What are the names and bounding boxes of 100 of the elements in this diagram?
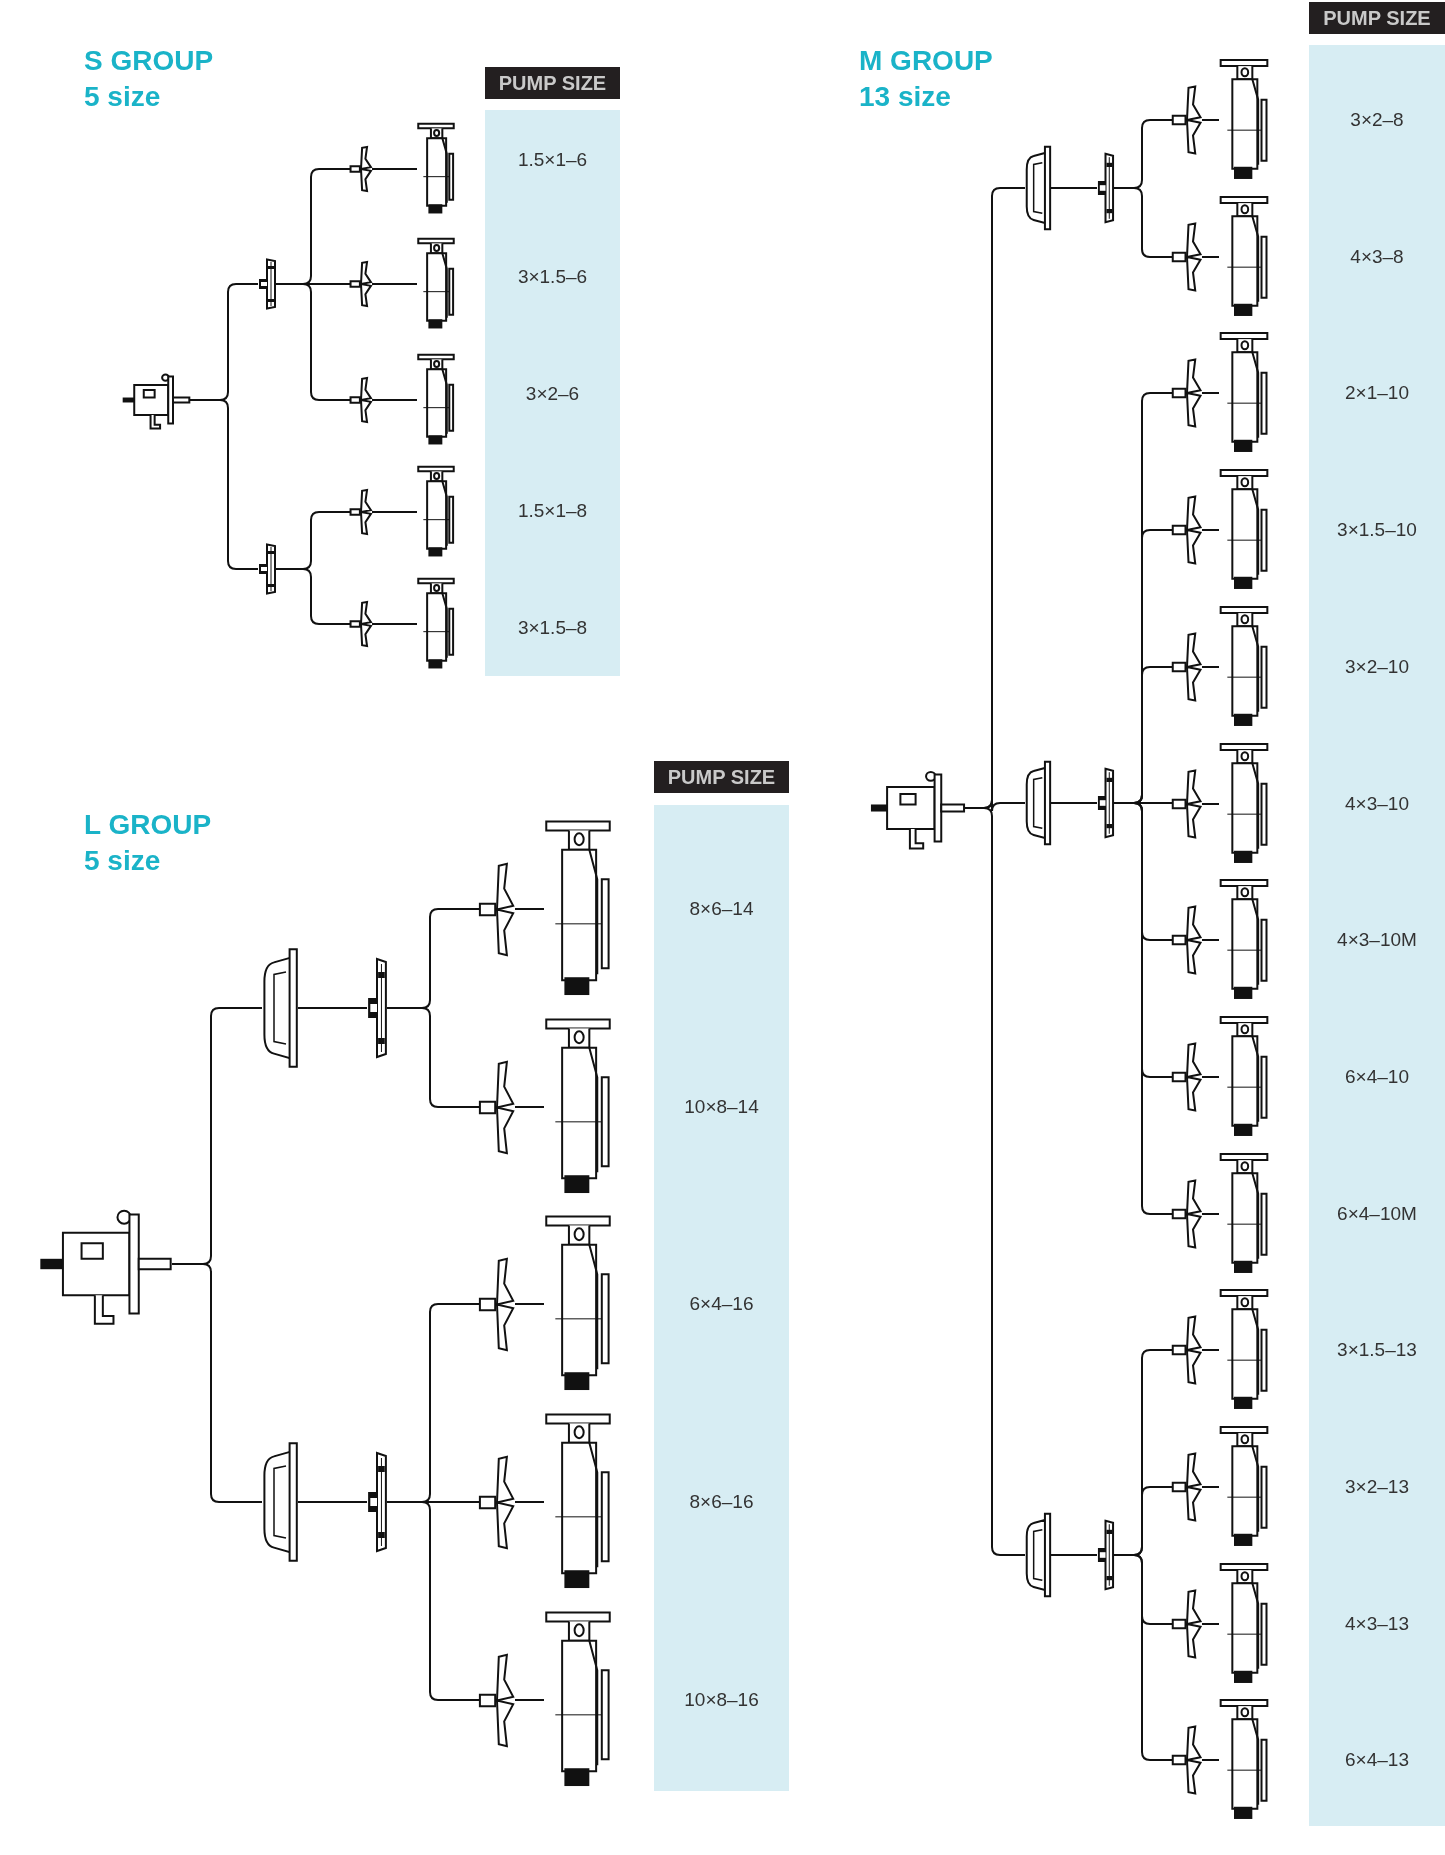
connector-line	[275, 283, 351, 401]
pump-casing-drawing	[544, 1611, 612, 1789]
pump-casing-drawing	[417, 238, 455, 330]
impeller-drawing	[1172, 1452, 1202, 1522]
connector-line	[1201, 119, 1220, 121]
connector-line	[1201, 1076, 1220, 1078]
pump-size-text: 10×8–16	[683, 1688, 760, 1712]
pump-size-text: 8×6–14	[688, 897, 755, 921]
connector-line	[1201, 939, 1220, 941]
impeller-drawing	[350, 377, 372, 423]
impeller-drawing	[1172, 632, 1202, 702]
adapter-plate-drawing	[1097, 768, 1114, 838]
pump-size-text: 2×1–10	[1344, 381, 1410, 405]
pump-size-text: 4×3–8	[1349, 245, 1405, 269]
connector-line	[1201, 666, 1220, 668]
pump-casing-drawing	[1219, 879, 1269, 1001]
connector-line	[1113, 187, 1173, 258]
impeller-drawing	[1172, 358, 1202, 428]
connector-line	[514, 1303, 545, 1305]
pump-size-text: 1.5×1–6	[516, 148, 589, 172]
pump-size-text: 3×1.5–10	[1336, 518, 1418, 542]
connector-line	[297, 1007, 368, 1009]
pump-casing-drawing	[544, 1413, 612, 1591]
pump-size-text: 3×1.5–8	[516, 616, 589, 640]
pump-casing-drawing	[1219, 332, 1269, 454]
connector-line	[386, 1007, 480, 1108]
connector-line	[371, 623, 418, 625]
connector-line	[371, 168, 418, 170]
adapter-plate-drawing	[1097, 1520, 1114, 1590]
pump-casing-drawing	[1219, 1289, 1269, 1411]
connector-line	[1113, 1554, 1173, 1761]
pump-casing-drawing	[1219, 606, 1269, 728]
impeller-drawing	[479, 861, 515, 957]
impeller-drawing	[1172, 1042, 1202, 1112]
group-title: 13 size	[859, 80, 951, 114]
pump-casing-drawing	[544, 1215, 612, 1393]
impeller-drawing	[1172, 85, 1202, 155]
adapter-plate-drawing	[258, 259, 276, 309]
adapter-plate-drawing	[367, 958, 387, 1058]
pump-size-text: 8×6–16	[688, 1490, 755, 1514]
connector-line	[514, 1106, 545, 1108]
pump-casing-drawing	[417, 466, 455, 558]
pump-casing-drawing	[1219, 1016, 1269, 1138]
impeller-drawing	[1172, 1315, 1202, 1385]
connector-line	[1201, 256, 1220, 258]
pump-size-text: 3×1.5–6	[516, 265, 589, 289]
impeller-drawing	[350, 601, 372, 647]
connector-line	[1201, 392, 1220, 394]
connector-line	[386, 1501, 480, 1701]
casing-cover-drawing	[1025, 1513, 1051, 1597]
pump-casing-drawing	[1219, 196, 1269, 318]
connector-line	[1050, 1554, 1098, 1556]
casing-cover-drawing	[1025, 146, 1051, 230]
adapter-plate-drawing	[1097, 153, 1114, 223]
impeller-drawing	[1172, 1725, 1202, 1795]
pump-size-text: 3×1.5–13	[1336, 1338, 1418, 1362]
impeller-drawing	[479, 1059, 515, 1155]
impeller-drawing	[1172, 769, 1202, 839]
pump-size-text: 4×3–10M	[1336, 928, 1418, 952]
impeller-drawing	[479, 1652, 515, 1748]
pump-size-text: 4×3–10	[1344, 792, 1410, 816]
pump-size-text: 4×3–13	[1344, 1612, 1410, 1636]
connector-line	[1201, 1486, 1220, 1488]
pump-size-text: 3×2–8	[1349, 108, 1405, 132]
group-title: 5 size	[84, 844, 161, 878]
pump-size-text: 1.5×1–8	[516, 499, 589, 523]
impeller-drawing	[1172, 1589, 1202, 1659]
connector-line	[1201, 803, 1220, 805]
connector-line	[1201, 1623, 1220, 1625]
pump-casing-drawing	[1219, 1153, 1269, 1275]
group-title: L GROUP	[84, 808, 212, 842]
pump-size-text: 3×2–13	[1344, 1475, 1410, 1499]
connector-line	[371, 511, 418, 513]
pump-casing-drawing	[417, 123, 455, 215]
impeller-drawing	[1172, 222, 1202, 292]
pump-casing-drawing	[1219, 1563, 1269, 1685]
pump-size-text: 3×2–10	[1344, 655, 1410, 679]
pump-casing-drawing	[1219, 469, 1269, 591]
connector-line	[371, 399, 418, 401]
group-title: S GROUP	[84, 44, 214, 78]
pump-size-text: 3×2–6	[524, 382, 581, 406]
pump-size-text: 6×4–10M	[1336, 1202, 1418, 1226]
pump-casing-drawing	[1219, 1426, 1269, 1548]
pump-casing-drawing	[1219, 1699, 1269, 1821]
pump-size-text: 6×4–10	[1344, 1065, 1410, 1089]
impeller-drawing	[479, 1256, 515, 1352]
column-header: PUMP SIZE	[654, 761, 789, 793]
group-title: 5 size	[84, 80, 161, 114]
impeller-drawing	[1172, 905, 1202, 975]
connector-line	[514, 908, 545, 910]
connector-line	[1201, 1759, 1220, 1761]
connector-line	[964, 807, 1026, 1556]
casing-cover-drawing	[1025, 761, 1051, 845]
connector-line	[1201, 1213, 1220, 1215]
pump-size-text: 6×4–13	[1344, 1748, 1410, 1772]
impeller-drawing	[479, 1454, 515, 1550]
pump-casing-drawing	[1219, 59, 1269, 181]
connector-line	[171, 1263, 263, 1503]
column-header: PUMP SIZE	[485, 67, 620, 99]
pump-casing-drawing	[544, 820, 612, 998]
